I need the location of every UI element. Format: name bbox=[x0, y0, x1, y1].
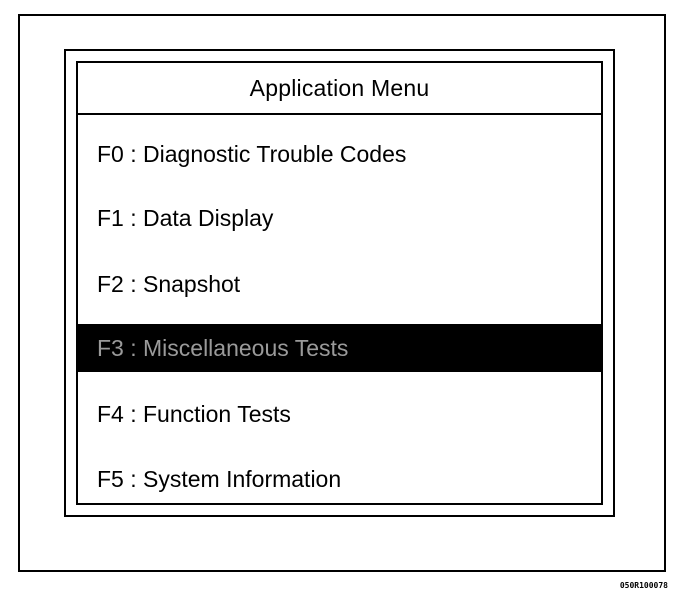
menu-item-f2[interactable]: F2 : Snapshot bbox=[97, 270, 241, 297]
application-menu-panel: Application Menu F0 : Diagnostic Trouble… bbox=[76, 61, 603, 505]
menu-item-f3[interactable]: F3 : Miscellaneous Tests bbox=[78, 324, 601, 372]
figure-frame bbox=[18, 14, 666, 572]
menu-item-f0[interactable]: F0 : Diagnostic Trouble Codes bbox=[97, 140, 407, 167]
figure-code: 050R100078 bbox=[619, 581, 668, 590]
tester-screen: Application Menu F0 : Diagnostic Trouble… bbox=[64, 49, 615, 517]
menu-item-f4[interactable]: F4 : Function Tests bbox=[97, 400, 291, 427]
menu-item-f5[interactable]: F5 : System Information bbox=[97, 465, 342, 492]
menu-title: Application Menu bbox=[78, 63, 601, 115]
menu-item-f1[interactable]: F1 : Data Display bbox=[97, 204, 274, 231]
